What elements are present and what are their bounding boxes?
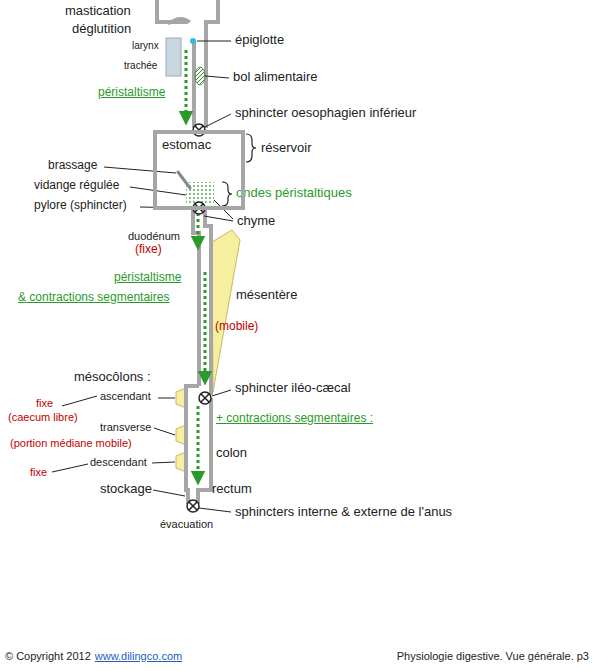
- text-label: & contractions segmentaires: [18, 291, 169, 305]
- leader-line: [197, 41, 231, 42]
- text-label: rectum: [212, 482, 252, 497]
- text-label: déglutition: [72, 22, 131, 37]
- tongue: [168, 18, 190, 24]
- text-label: sphincter iléo-cæcal: [235, 381, 351, 396]
- text-label: réservoir: [261, 141, 312, 156]
- text-label: (caecum libre): [8, 411, 78, 424]
- peristalsis-arrow: [204, 272, 207, 378]
- text-label: péristaltisme: [98, 86, 165, 100]
- text-label: (portion médiane mobile): [10, 437, 132, 450]
- leader-line: [104, 167, 176, 173]
- node-title: estomac: [157, 134, 241, 155]
- food-bolus: [195, 67, 205, 85]
- leader-line: [154, 428, 175, 435]
- text-label: fixe: [30, 466, 47, 479]
- organ-box: estomac: [153, 130, 245, 210]
- peristalsis-arrow: [197, 406, 200, 478]
- leader-line: [52, 464, 88, 472]
- sphincter-symbol: [187, 500, 199, 512]
- leader-line: [158, 398, 175, 399]
- text-label: brassage: [48, 159, 97, 173]
- churning-paddle: [178, 172, 190, 188]
- leader-line: [205, 114, 231, 127]
- brace: [222, 182, 232, 206]
- text-label: © Copyright 2012: [5, 650, 91, 663]
- text-label: vidange régulée: [34, 179, 119, 193]
- leader-line: [153, 490, 185, 496]
- leader-line: [130, 187, 186, 195]
- leader-line: [212, 390, 231, 396]
- text-label: Physiologie digestive. Vue générale. p3: [397, 650, 589, 663]
- text-label: péristaltisme: [114, 271, 181, 285]
- text-label: www.dilingco.com: [95, 650, 182, 663]
- colon-rectum-wall: [186, 386, 211, 504]
- text-label: pylore (sphincter): [34, 199, 127, 213]
- leader-line: [205, 76, 229, 78]
- text-label: trachée: [124, 60, 157, 72]
- leader-line: [62, 396, 97, 406]
- text-label: ascendant: [100, 390, 151, 403]
- text-label: fixe: [36, 397, 53, 410]
- chyme-peristaltic-waves: [186, 182, 214, 204]
- mouth-esophagus-wall: [157, 0, 218, 128]
- text-label: bol alimentaire: [233, 70, 318, 85]
- epiglottis: [190, 38, 196, 44]
- text-label: évacuation: [160, 518, 213, 531]
- text-label: descendant: [90, 456, 147, 469]
- sphincter-cross: [189, 502, 197, 510]
- text-label: sphincter oesophagien inférieur: [235, 106, 416, 121]
- leader-line: [199, 508, 231, 512]
- text-label: ondes péristaltiques: [236, 186, 352, 201]
- text-label: mésentère: [236, 288, 297, 303]
- mesentery: [212, 230, 240, 392]
- text-label: stockage: [100, 482, 152, 497]
- brace: [246, 134, 256, 162]
- text-label: transverse: [100, 421, 151, 434]
- small-intestine-wall: [193, 210, 211, 395]
- text-label: duodénum: [128, 230, 180, 243]
- text-label: (fixe): [135, 243, 162, 257]
- trachea: [166, 38, 181, 76]
- text-label: larynx: [132, 40, 159, 52]
- leader-line: [204, 216, 233, 221]
- text-label: épiglotte: [235, 33, 284, 48]
- text-label: mésocôlons :: [74, 370, 151, 385]
- text-label: mastication: [65, 4, 131, 19]
- text-label: + contractions segmentaires :: [216, 412, 373, 426]
- text-label: sphincters interne & externe de l'anus: [235, 505, 385, 520]
- text-label: (mobile): [215, 320, 258, 334]
- peristalsis-arrow: [197, 213, 200, 243]
- text-label: colon: [216, 446, 247, 461]
- text-label: chyme: [237, 214, 275, 229]
- sphincter-symbol: [199, 392, 211, 404]
- sphincter-cross: [201, 394, 209, 402]
- leader-line: [152, 462, 175, 463]
- sphincter-symbols: [187, 124, 211, 512]
- peristalsis-arrow: [185, 50, 188, 118]
